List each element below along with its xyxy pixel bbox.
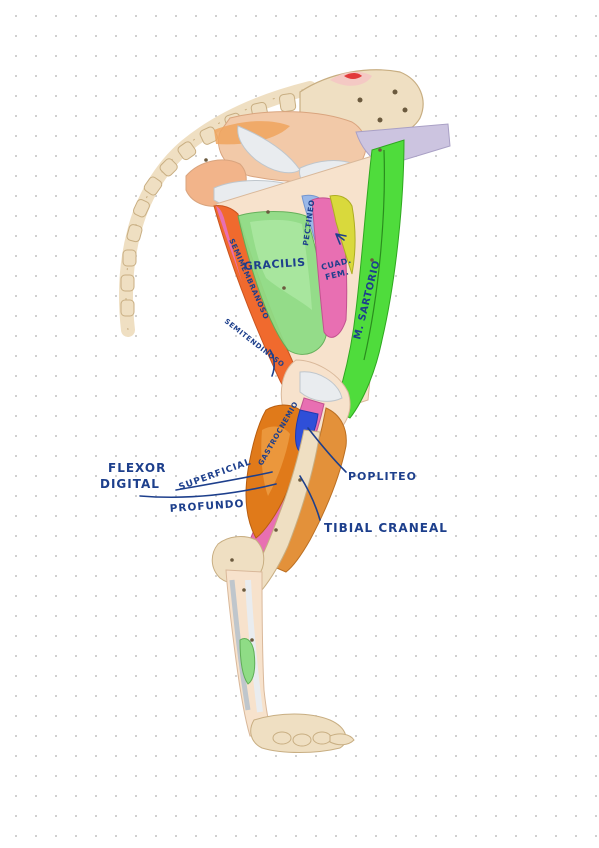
superficial-leader [175,471,273,491]
popliteo-leader [307,427,347,473]
label-flexor: FLEXOR [108,461,166,475]
label-gracilis: GRACILIS [243,256,306,273]
label-profundo: PROFUNDO [169,498,244,515]
muscle-detail-dots [204,148,382,642]
semitendinoso-leader [269,349,275,377]
label-tibial-craneal: TIBIAL CRANEAL [324,521,448,535]
paw-digits [250,713,355,753]
profundo-leader [139,483,277,499]
metatarsal-bones [225,569,273,737]
semimembranoso-stripe [216,206,242,282]
cuad-fem-arrow [335,233,347,245]
tail-vertebrae [119,81,317,337]
label-superficial: SUPERFICIAL [178,457,253,493]
label-popliteo: POPLITEO [348,470,417,483]
tibial-craneal-leader [299,475,321,521]
label-digital: DIGITAL [100,477,160,491]
sartorio-muscle [333,139,405,419]
leader-lines [139,233,347,521]
